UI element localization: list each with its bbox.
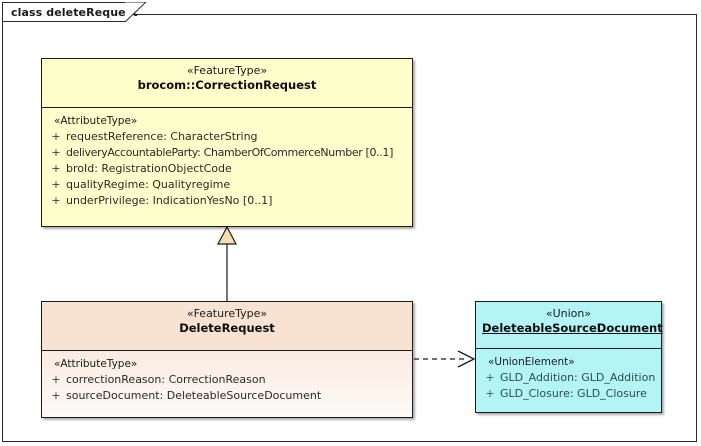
attribute-visibility: + <box>485 371 495 384</box>
class-box-deleteable-source-document[interactable]: «Union» DeleteableSourceDocument «UnionE… <box>475 301 663 413</box>
class-stereotype: «FeatureType» <box>186 64 268 77</box>
attribute-row: + correctionReason: CorrectionReason <box>46 372 408 388</box>
class-attributes-delete-request: «AttributeType» + correctionReason: Corr… <box>42 351 412 417</box>
attribute-text: broId: RegistrationObjectCode <box>66 162 232 175</box>
attribute-visibility: + <box>51 162 61 175</box>
attribute-row: + broId: RegistrationObjectCode <box>46 161 408 177</box>
class-name: DeleteableSourceDocument <box>482 321 663 335</box>
attribute-compartment-stereotype: «AttributeType» <box>54 115 138 127</box>
attribute-visibility: + <box>51 178 61 191</box>
attribute-text: GLD_Closure: GLD_Closure <box>500 387 647 400</box>
attribute-visibility: + <box>51 194 61 207</box>
diagram-frame <box>2 14 697 442</box>
attribute-visibility: + <box>51 130 61 143</box>
class-stereotype: «FeatureType» <box>186 307 268 320</box>
attribute-row: + GLD_Closure: GLD_Closure <box>480 386 657 402</box>
class-attributes-correction-request: «AttributeType» + requestReference: Char… <box>42 108 412 226</box>
diagram-frame-tab: class deleteRequest <box>2 2 138 22</box>
class-header-correction-request: «FeatureType» brocom::CorrectionRequest <box>42 59 412 108</box>
class-header-union: «Union» DeleteableSourceDocument <box>476 302 663 349</box>
attribute-row: + underPrivilege: IndicationYesNo [0..1] <box>46 193 408 209</box>
class-name: DeleteRequest <box>179 321 275 335</box>
attribute-row: + requestReference: CharacterString <box>46 129 408 145</box>
attribute-text: requestReference: CharacterString <box>66 130 258 143</box>
class-attributes-union: «UnionElement» + GLD_Addition: GLD_Addit… <box>476 349 661 412</box>
class-box-delete-request[interactable]: «FeatureType» DeleteRequest «AttributeTy… <box>41 301 413 418</box>
class-name: brocom::CorrectionRequest <box>137 78 317 92</box>
attribute-visibility: + <box>51 146 61 159</box>
attribute-compartment-stereotype: «UnionElement» <box>488 356 575 368</box>
attribute-row: + deliveryAccountableParty: ChamberOfCom… <box>46 145 408 161</box>
attribute-text: qualityRegime: Qualityregime <box>66 178 231 191</box>
attribute-visibility: + <box>51 389 61 402</box>
attribute-text: sourceDocument: DeleteableSourceDocument <box>66 389 322 402</box>
diagram-frame-tab-slant <box>125 2 147 23</box>
attribute-visibility: + <box>485 387 495 400</box>
attribute-text: correctionReason: CorrectionReason <box>66 373 266 386</box>
attribute-compartment-stereotype: «AttributeType» <box>54 358 138 370</box>
class-stereotype: «Union» <box>545 307 592 320</box>
attribute-row: + sourceDocument: DeleteableSourceDocume… <box>46 388 408 404</box>
attribute-visibility: + <box>51 373 61 386</box>
attribute-text: deliveryAccountableParty: ChamberOfComme… <box>66 146 394 159</box>
attribute-row: + GLD_Addition: GLD_Addition <box>480 370 657 386</box>
attribute-text: GLD_Addition: GLD_Addition <box>500 371 656 384</box>
class-box-correction-request[interactable]: «FeatureType» brocom::CorrectionRequest … <box>41 58 413 227</box>
diagram-title: class deleteRequest <box>11 5 138 19</box>
attribute-text: underPrivilege: IndicationYesNo [0..1] <box>66 194 273 207</box>
attribute-row: + qualityRegime: Qualityregime <box>46 177 408 193</box>
class-header-delete-request: «FeatureType» DeleteRequest <box>42 302 412 351</box>
